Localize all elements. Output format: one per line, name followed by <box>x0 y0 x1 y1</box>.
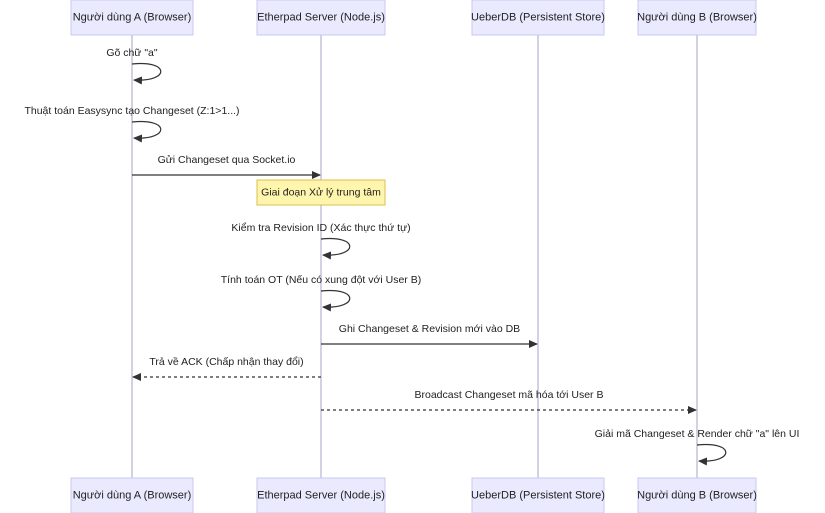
actor-label: Người dùng A (Browser) <box>73 489 192 501</box>
message-label: Tính toán OT (Nếu có xung đột với User B… <box>221 274 421 286</box>
actor-label: Người dùng B (Browser) <box>637 11 757 23</box>
actor-box <box>637 0 757 36</box>
actor-db-top: UeberDB (Persistent Store) <box>471 0 605 36</box>
message-9: Giải mã Changeset & Render chữ "a" lên U… <box>595 428 800 466</box>
self-message-arrow <box>320 289 351 312</box>
actor-server-bottom: Etherpad Server (Node.js) <box>256 477 386 513</box>
actor-label: UeberDB (Persistent Store) <box>471 489 605 501</box>
actor-userB-bottom: Người dùng B (Browser) <box>637 477 757 513</box>
self-message-arrow <box>320 237 351 260</box>
message-label: Trả về ACK (Chấp nhận thay đổi) <box>149 356 303 368</box>
note-central-processing: Giai đoạn Xử lý trung tâm <box>256 179 386 206</box>
actor-userA-top: Người dùng A (Browser) <box>70 0 194 36</box>
actor-label: Người dùng A (Browser) <box>73 11 192 23</box>
message-label: Gửi Changeset qua Socket.io <box>158 154 296 166</box>
actor-userA-bottom: Người dùng A (Browser) <box>70 477 194 513</box>
message-5: Tính toán OT (Nếu có xung đột với User B… <box>221 274 421 312</box>
message-8: Broadcast Changeset mã hóa tới User B <box>321 389 697 414</box>
actor-box <box>471 477 605 513</box>
note-box <box>256 179 386 206</box>
message-label: Giải mã Changeset & Render chữ "a" lên U… <box>595 428 800 440</box>
message-4: Kiểm tra Revision ID (Xác thực thứ tự) <box>231 222 411 260</box>
actor-server-top: Etherpad Server (Node.js) <box>256 0 386 36</box>
message-6: Ghi Changeset & Revision mới vào DB <box>321 323 538 348</box>
self-message-arrow <box>696 443 727 466</box>
message-3: Gửi Changeset qua Socket.io <box>132 154 321 179</box>
self-message-arrow <box>131 120 162 143</box>
message-label: Broadcast Changeset mã hóa tới User B <box>415 389 604 401</box>
message-7: Trả về ACK (Chấp nhận thay đổi) <box>132 356 321 381</box>
actor-box <box>70 0 194 36</box>
actor-box <box>471 0 605 36</box>
self-message-arrow <box>131 62 162 85</box>
message-label: Ghi Changeset & Revision mới vào DB <box>339 323 520 335</box>
message-label: Thuật toán Easysync tạo Changeset (Z:1>1… <box>24 105 239 117</box>
actor-db-bottom: UeberDB (Persistent Store) <box>471 477 605 513</box>
actor-label: Etherpad Server (Node.js) <box>257 489 385 501</box>
message-label: Gõ chữ "a" <box>106 47 158 59</box>
message-2: Thuật toán Easysync tạo Changeset (Z:1>1… <box>24 105 240 143</box>
actor-userB-top: Người dùng B (Browser) <box>637 0 757 36</box>
note-label: Giai đoạn Xử lý trung tâm <box>261 186 381 198</box>
actor-label: UeberDB (Persistent Store) <box>471 11 605 23</box>
actor-box <box>637 477 757 513</box>
actor-box <box>70 477 194 513</box>
actor-box <box>256 0 386 36</box>
message-1: Gõ chữ "a" <box>106 47 162 85</box>
actor-label: Etherpad Server (Node.js) <box>257 11 385 23</box>
actor-label: Người dùng B (Browser) <box>637 489 757 501</box>
message-label: Kiểm tra Revision ID (Xác thực thứ tự) <box>231 222 410 234</box>
actor-box <box>256 477 386 513</box>
